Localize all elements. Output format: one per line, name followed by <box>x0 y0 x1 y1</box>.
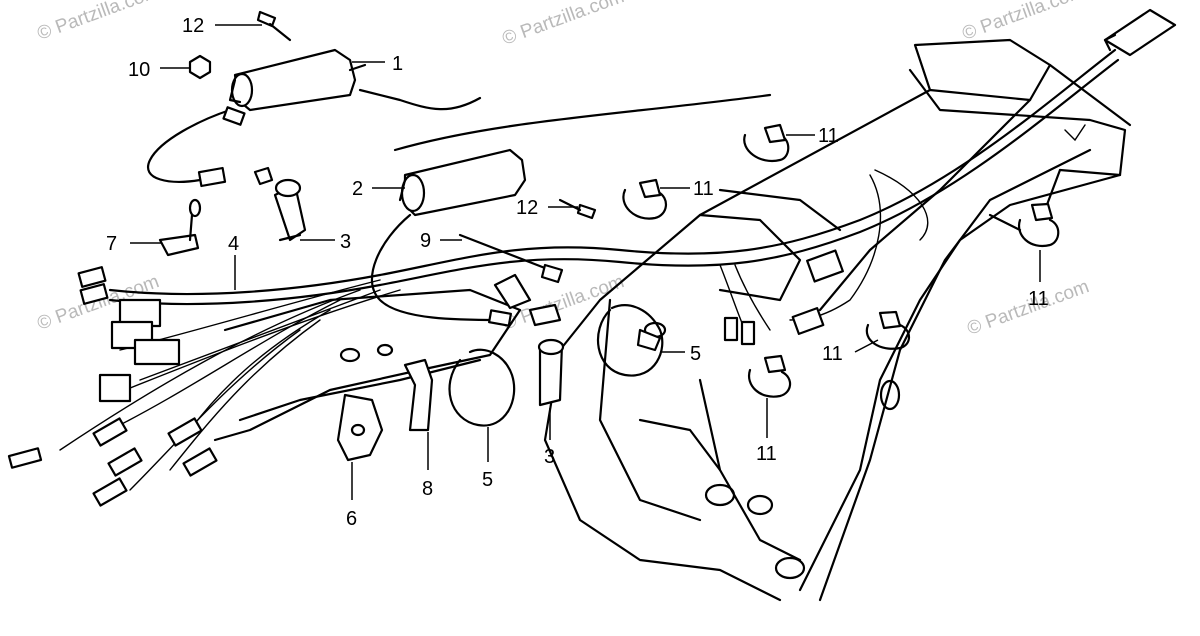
callout-4: 4 <box>228 233 239 255</box>
callout-5-left: 5 <box>482 469 493 491</box>
callout-11-c: 11 <box>1028 288 1049 310</box>
callout-labels: 12 10 1 2 12 11 11 11 11 11 9 7 4 3 3 5 … <box>106 15 1049 530</box>
ignition-coil-2 <box>370 148 597 327</box>
small-parts <box>158 166 664 462</box>
callout-8: 8 <box>422 478 433 500</box>
callout-2: 2 <box>352 178 363 200</box>
callout-3-lower: 3 <box>544 446 555 468</box>
callout-11-a: 11 <box>818 125 839 147</box>
watermark-2: © Partzilla.com <box>500 0 627 50</box>
leader-lines <box>130 24 1041 500</box>
callout-3-upper: 3 <box>340 231 351 253</box>
frame <box>213 38 1132 602</box>
watermark-1: © Partzilla.com <box>35 0 162 45</box>
callout-9: 9 <box>420 230 431 252</box>
callout-11-d: 11 <box>822 343 843 365</box>
callout-12-lower: 12 <box>516 197 538 219</box>
callout-11-b: 11 <box>693 178 714 200</box>
callout-11-e: 11 <box>756 443 777 465</box>
watermark-3: © Partzilla.com <box>960 0 1087 45</box>
callout-12-upper: 12 <box>182 15 204 37</box>
callout-5-right: 5 <box>690 343 701 365</box>
ignition-coil-1 <box>147 10 772 188</box>
clamps-11 <box>622 123 1060 398</box>
watermarks: © Partzilla.com © Partzilla.com © Partzi… <box>35 0 1092 340</box>
callout-1: 1 <box>392 53 403 75</box>
callout-10: 10 <box>128 59 150 81</box>
wire-harness <box>7 8 1177 507</box>
callout-6: 6 <box>346 508 357 530</box>
callout-7: 7 <box>106 233 117 255</box>
